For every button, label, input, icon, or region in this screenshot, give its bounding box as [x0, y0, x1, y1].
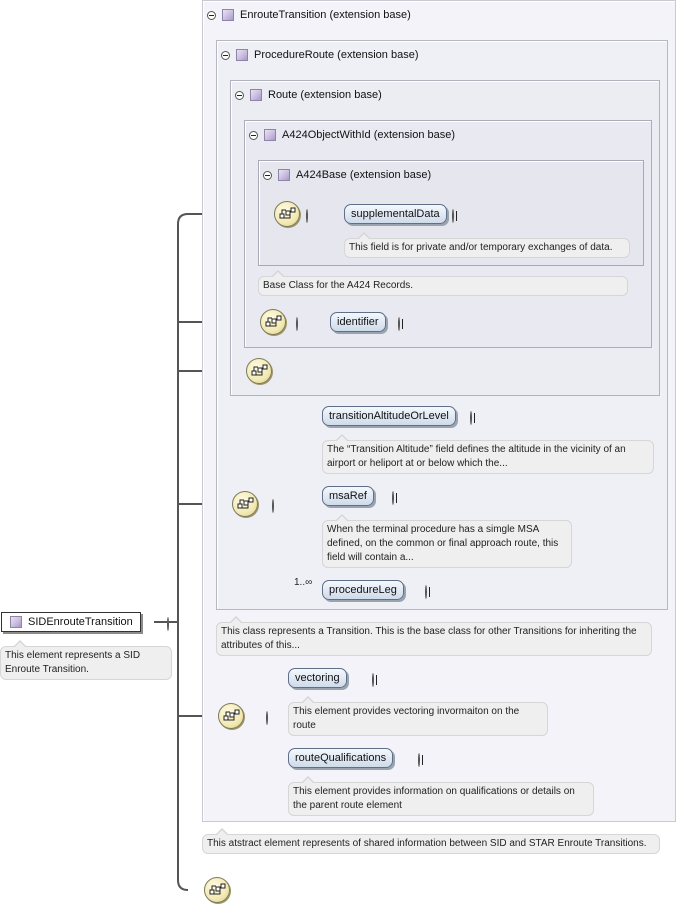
identifier-label: identifier	[337, 316, 379, 328]
collapse-icon[interactable]	[221, 50, 230, 60]
collapse-icon[interactable]	[167, 617, 169, 631]
procedure-route-note: This class represents a Transition. This…	[216, 616, 652, 656]
route-qualifications-label: routeQualifications	[295, 752, 387, 764]
expand-icon[interactable]	[425, 585, 427, 599]
complex-type-icon	[278, 169, 290, 181]
a424-base-header[interactable]: A424Base (extension base)	[263, 168, 431, 182]
enroute-transition-label: EnrouteTransition (extension base)	[240, 9, 411, 21]
collapse-icon[interactable]	[249, 130, 258, 140]
msa-ref-label: msaRef	[329, 490, 367, 502]
expand-icon[interactable]	[392, 491, 394, 505]
collapse-icon[interactable]	[263, 170, 272, 180]
root-element-note: This element represents a SID Enroute Tr…	[0, 640, 172, 680]
procedure-route-header[interactable]: ProcedureRoute (extension base)	[221, 48, 418, 62]
a424-object-with-id-header[interactable]: A424ObjectWithId (extension base)	[249, 128, 455, 142]
route-header[interactable]: Route (extension base)	[235, 88, 382, 102]
procedure-route-label: ProcedureRoute (extension base)	[254, 49, 419, 61]
enroute-transition-note: This atstract element represents of shar…	[202, 828, 660, 854]
collapse-icon[interactable]	[306, 209, 308, 223]
route-qualifications-element[interactable]: routeQualifications	[288, 748, 394, 768]
sequence-compositor-icon[interactable]	[218, 703, 244, 729]
complex-type-icon	[222, 9, 234, 21]
supplemental-data-element[interactable]: supplementalData	[344, 204, 447, 224]
expand-icon[interactable]	[418, 753, 420, 767]
sequence-compositor-icon[interactable]	[232, 491, 258, 517]
expand-icon[interactable]	[470, 411, 472, 425]
msa-ref-note: When the terminal procedure has a simgle…	[322, 514, 572, 568]
enroute-transition-header[interactable]: EnrouteTransition (extension base)	[207, 8, 411, 22]
vectoring-label: vectoring	[295, 672, 340, 684]
identifier-element[interactable]: identifier	[330, 312, 386, 332]
transition-altitude-note: The “Transition Altitude” field defines …	[322, 434, 654, 474]
sequence-compositor-icon[interactable]	[204, 877, 230, 903]
root-element-label: SIDEnrouteTransition	[28, 616, 133, 628]
supplemental-data-note: This field is for private and/or tempora…	[344, 232, 630, 258]
expand-icon[interactable]	[372, 673, 374, 687]
expand-icon[interactable]	[398, 317, 400, 331]
complex-type-icon	[10, 616, 22, 628]
sequence-compositor-icon[interactable]	[246, 358, 272, 384]
sequence-compositor-icon[interactable]	[274, 201, 300, 227]
supplemental-data-label: supplementalData	[351, 208, 440, 220]
route-qualifications-note: This element provides information on qua…	[288, 776, 594, 816]
root-element[interactable]: SIDEnrouteTransition	[1, 612, 141, 632]
msa-ref-element[interactable]: msaRef	[322, 486, 374, 506]
procedure-leg-multiplicity: 1..∞	[294, 577, 313, 588]
a424-object-with-id-label: A424ObjectWithId (extension base)	[282, 129, 456, 141]
a424-base-label: A424Base (extension base)	[296, 169, 432, 181]
transition-altitude-element[interactable]: transitionAltitudeOrLevel	[322, 406, 456, 426]
vectoring-note: This element provides vectoring invormai…	[288, 696, 548, 736]
procedure-leg-element[interactable]: procedureLeg	[322, 580, 404, 600]
a424-base-note: Base Class for the A424 Records.	[258, 270, 628, 296]
route-label: Route (extension base)	[268, 89, 382, 101]
collapse-icon[interactable]	[235, 90, 244, 100]
complex-type-icon	[236, 49, 248, 61]
complex-type-icon	[264, 129, 276, 141]
complex-type-icon	[250, 89, 262, 101]
collapse-icon[interactable]	[272, 499, 274, 513]
collapse-icon[interactable]	[296, 317, 298, 331]
transition-altitude-label: transitionAltitudeOrLevel	[329, 410, 449, 422]
vectoring-element[interactable]: vectoring	[288, 668, 347, 688]
expand-icon[interactable]	[452, 209, 454, 223]
sequence-compositor-icon[interactable]	[260, 309, 286, 335]
collapse-icon[interactable]	[207, 10, 216, 20]
collapse-icon[interactable]	[266, 711, 268, 725]
procedure-leg-label: procedureLeg	[329, 584, 397, 596]
